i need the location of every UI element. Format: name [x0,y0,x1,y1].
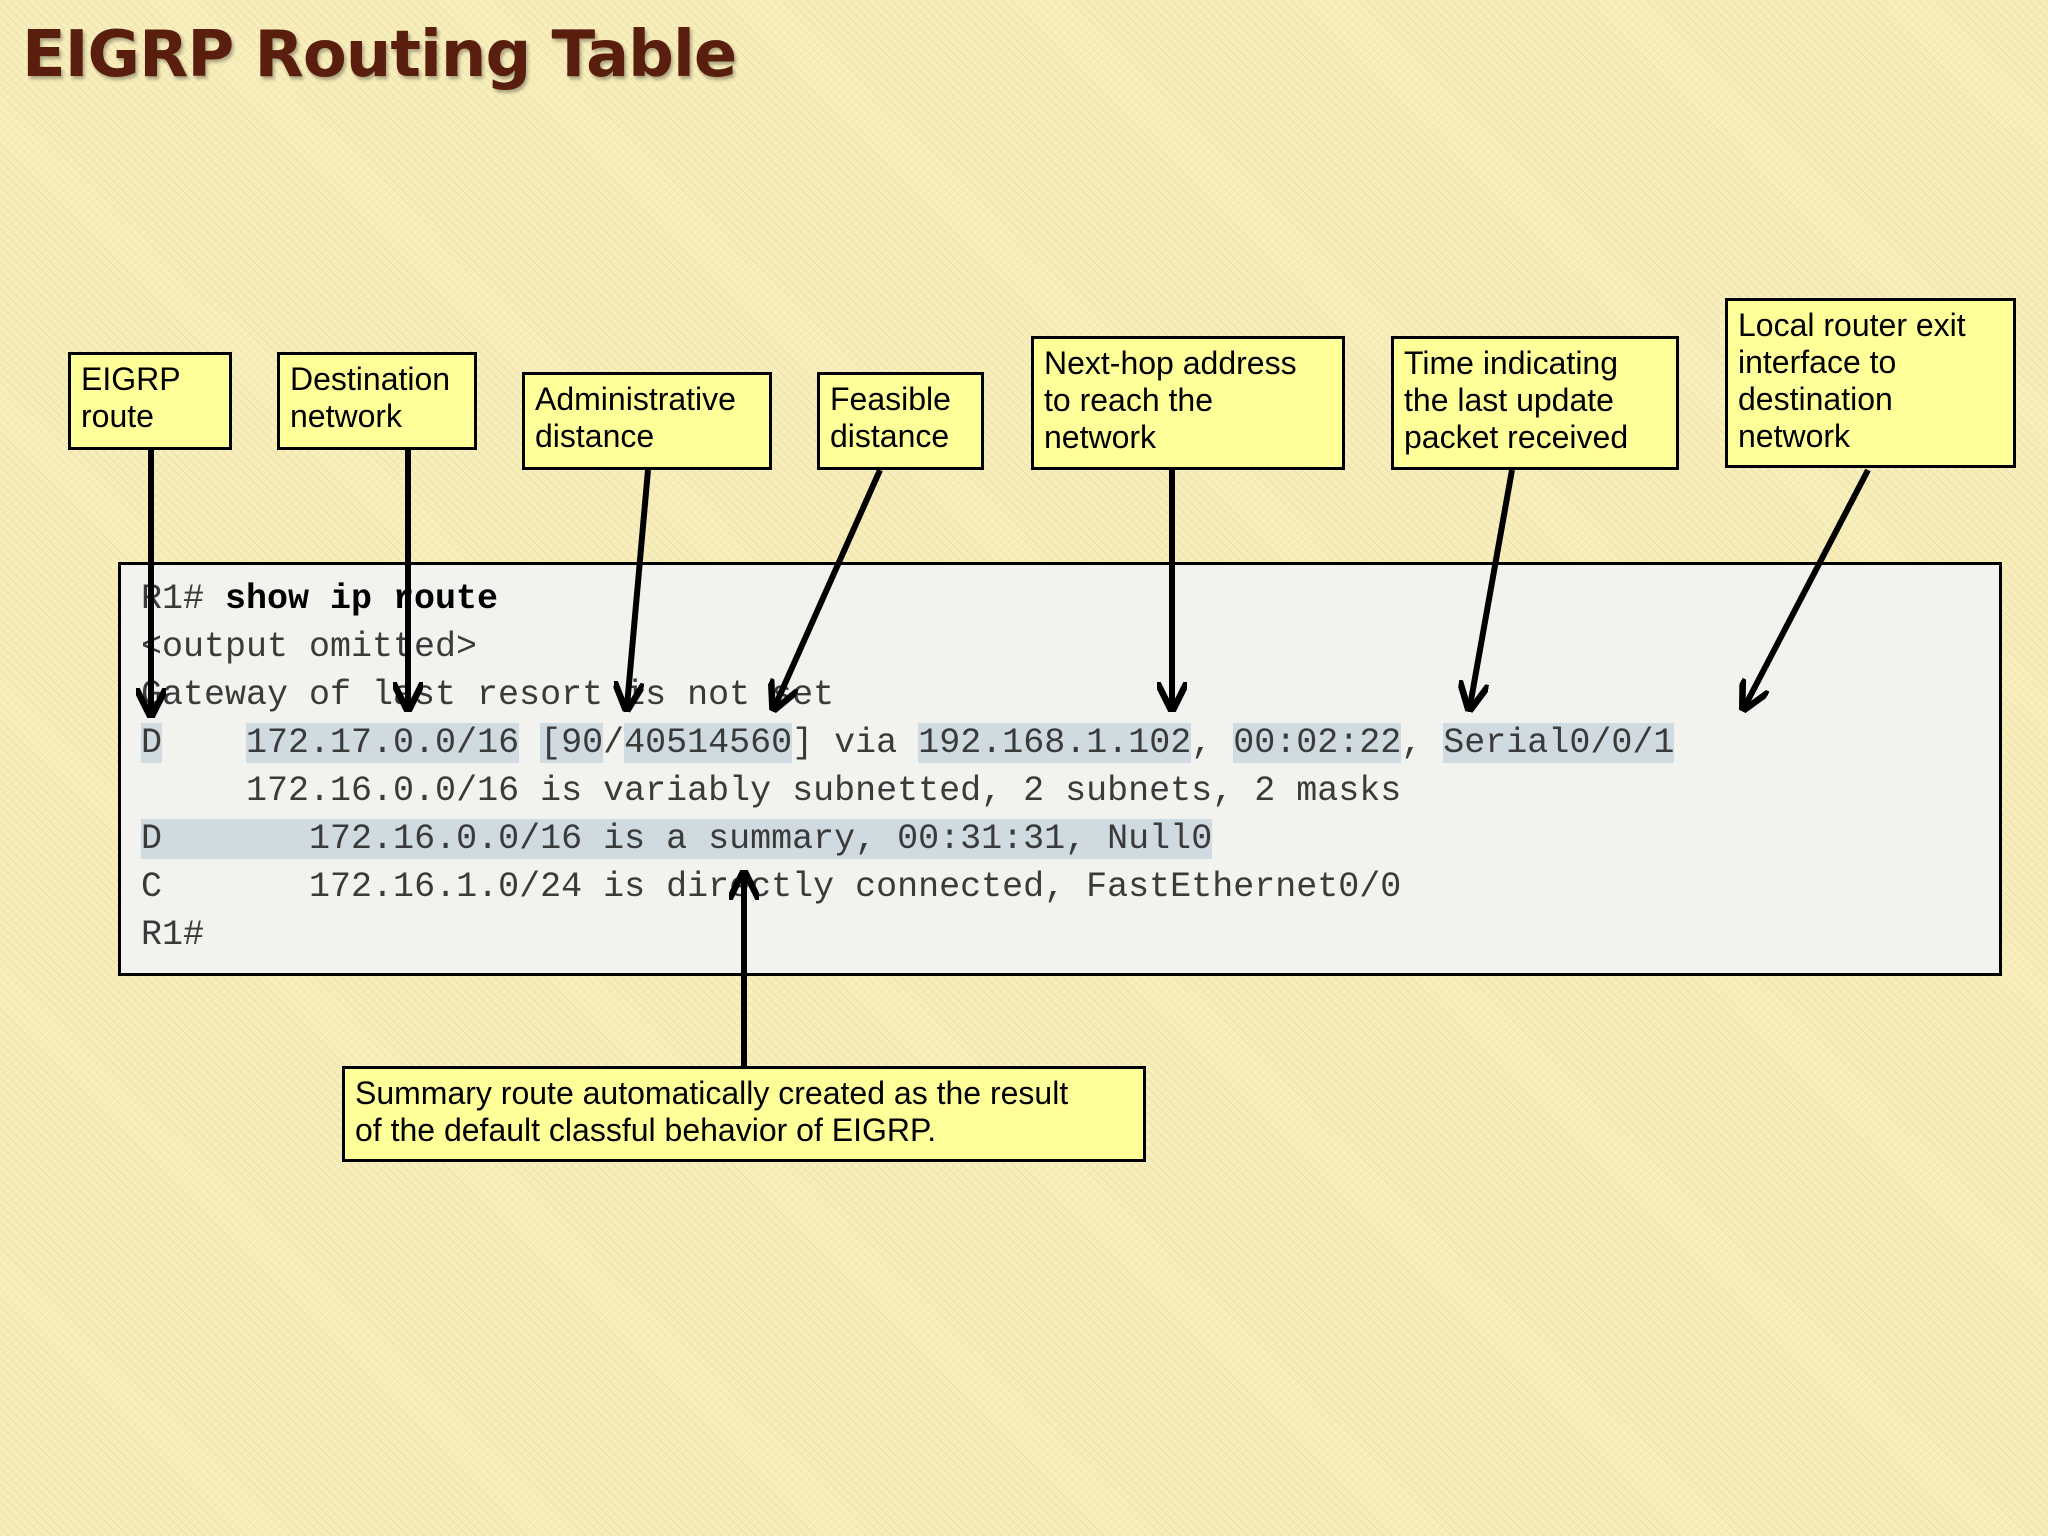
route-time: 00:02:22 [1233,723,1402,763]
callout-destination-network: Destination network [277,352,477,450]
subnetted-line: 172.16.0.0/16 is variably subnetted, 2 s… [141,769,1401,813]
callout-summary-route: Summary route automatically created as t… [342,1066,1146,1162]
callout-administrative-distance: Administrative distance [522,372,772,470]
terminal-output: R1# show ip route <output omitted> Gatew… [118,562,2002,976]
end-prompt-line: R1# [141,915,205,955]
callout-next-hop: Next-hop address to reach the network [1031,336,1345,470]
connected-code: C [141,867,163,907]
route-via: ] via [792,723,919,763]
summary-code: D [141,819,163,859]
route-admin-distance: [90 [540,723,604,763]
callout-eigrp-route: EIGRP route [68,352,232,450]
route-slash: / [603,723,625,763]
route-feasible-distance: 40514560 [624,723,793,763]
page-title: EIGRP Routing Table [22,18,737,92]
route-network: 172.17.0.0/16 [246,723,520,763]
callout-feasible-distance: Feasible distance [817,372,984,470]
summary-text: 172.16.0.0/16 is a summary, 00:31:31, Nu… [309,819,1213,859]
subnetted-text: 172.16.0.0/16 is variably subnetted, 2 s… [246,771,1402,811]
arrow-update-time [1470,469,1515,706]
route-next-hop: 192.168.1.102 [918,723,1192,763]
output-omitted-line: <output omitted> [141,627,478,667]
route-line-eigrp: D 172.17.0.0/16 [90/40514560] via 192.16… [141,723,1675,763]
route-interface: Serial0/0/1 [1443,723,1675,763]
arrow-feasible-distance [775,468,883,706]
arrow-administrative-distance [627,469,651,706]
route-code: D [141,723,163,763]
callout-update-time: Time indicating the last update packet r… [1391,336,1679,470]
arrow-exit-interface [1745,468,1871,706]
route-line-summary: D 172.16.0.0/16 is a summary, 00:31:31, … [141,817,1213,861]
callout-exit-interface: Local router exit interface to destinati… [1725,298,2016,468]
